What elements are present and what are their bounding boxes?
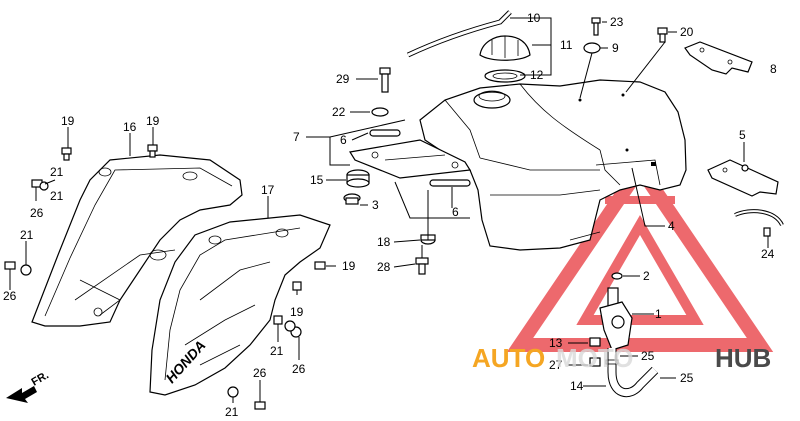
breather-tube xyxy=(406,10,512,58)
label-21c: 21 xyxy=(50,189,64,203)
leader-lines xyxy=(9,17,769,403)
label-15: 15 xyxy=(310,173,324,187)
label-6b: 6 xyxy=(452,205,459,219)
collar-3 xyxy=(343,193,361,205)
fuel-tank xyxy=(419,79,687,251)
label-21a: 21 xyxy=(50,165,64,179)
label-26b: 26 xyxy=(3,289,17,303)
label-26a: 26 xyxy=(30,206,44,220)
label-29: 29 xyxy=(336,72,350,86)
watermark-text: AUTO MOTO HUB xyxy=(472,343,771,373)
label-11: 11 xyxy=(560,38,573,52)
bolt-20 xyxy=(657,27,668,43)
tank-bracket-8 xyxy=(684,41,753,75)
bolt-23 xyxy=(591,17,601,36)
label-19b: 19 xyxy=(146,114,160,128)
tank-bracket-5 xyxy=(707,159,779,197)
bolt-28 xyxy=(415,257,429,275)
part-labels: 1 2 3 4 5 6 6 7 8 9 10 11 12 13 14 15 16… xyxy=(3,11,777,419)
label-6a: 6 xyxy=(340,133,347,147)
label-17: 17 xyxy=(261,183,275,197)
direction-label: FR. xyxy=(30,369,51,388)
washer-27 xyxy=(589,357,601,367)
label-18: 18 xyxy=(377,235,391,249)
label-8: 8 xyxy=(770,62,777,76)
bolt-13 xyxy=(589,337,601,347)
cushion-6-upper xyxy=(369,129,401,137)
label-14: 14 xyxy=(570,379,584,393)
front-direction-arrow: FR. xyxy=(6,369,51,403)
fuel-cap xyxy=(479,35,531,61)
label-3: 3 xyxy=(372,198,379,212)
clip-2 xyxy=(611,272,623,280)
label-24: 24 xyxy=(761,247,775,261)
bolt-29 xyxy=(379,67,391,93)
label-26d: 26 xyxy=(253,366,267,380)
watermark-text-moto: MOTO xyxy=(556,343,634,373)
fuel-tube xyxy=(605,348,659,398)
fuel-valve xyxy=(599,272,633,351)
label-23: 23 xyxy=(610,15,624,29)
label-4: 4 xyxy=(668,219,675,233)
watermark-logo xyxy=(506,155,774,352)
watermark-text-hub: HUB xyxy=(715,343,771,373)
label-19a: 19 xyxy=(61,114,75,128)
label-21d: 21 xyxy=(270,344,284,358)
label-21b: 21 xyxy=(20,228,34,242)
cushion-6-lower xyxy=(429,179,471,187)
label-25a: 25 xyxy=(641,349,655,363)
filler-neck xyxy=(473,91,511,109)
label-5: 5 xyxy=(739,128,746,142)
label-19d: 19 xyxy=(290,305,304,319)
rubber-mount-9 xyxy=(583,42,601,54)
arrow-icon xyxy=(6,386,37,403)
watermark-outer-triangle xyxy=(506,155,774,352)
label-25b: 25 xyxy=(680,371,694,385)
grommet-15 xyxy=(346,169,370,188)
label-9: 9 xyxy=(612,41,619,55)
label-22: 22 xyxy=(332,105,346,119)
label-21e: 21 xyxy=(225,405,239,419)
radiator-shroud-17: HONDA xyxy=(149,214,331,396)
label-7: 7 xyxy=(293,130,300,144)
radiator-shroud-16 xyxy=(31,154,243,327)
label-12: 12 xyxy=(530,68,544,82)
washer-22 xyxy=(371,107,389,117)
label-26c: 26 xyxy=(292,362,306,376)
label-20: 20 xyxy=(680,25,694,39)
label-10: 10 xyxy=(527,11,541,25)
label-28: 28 xyxy=(377,260,391,274)
label-27: 27 xyxy=(549,358,563,372)
label-16: 16 xyxy=(123,120,137,134)
tank-mount-plate xyxy=(349,129,472,187)
tank-band-24 xyxy=(734,209,784,237)
watermark-text-auto: AUTO xyxy=(472,343,545,373)
label-1: 1 xyxy=(655,307,662,321)
fuel-cap-gasket xyxy=(484,69,526,83)
label-2: 2 xyxy=(643,269,650,283)
label-13: 13 xyxy=(549,336,563,350)
label-19c: 19 xyxy=(342,259,356,273)
watermark-inner-triangle xyxy=(576,215,704,325)
